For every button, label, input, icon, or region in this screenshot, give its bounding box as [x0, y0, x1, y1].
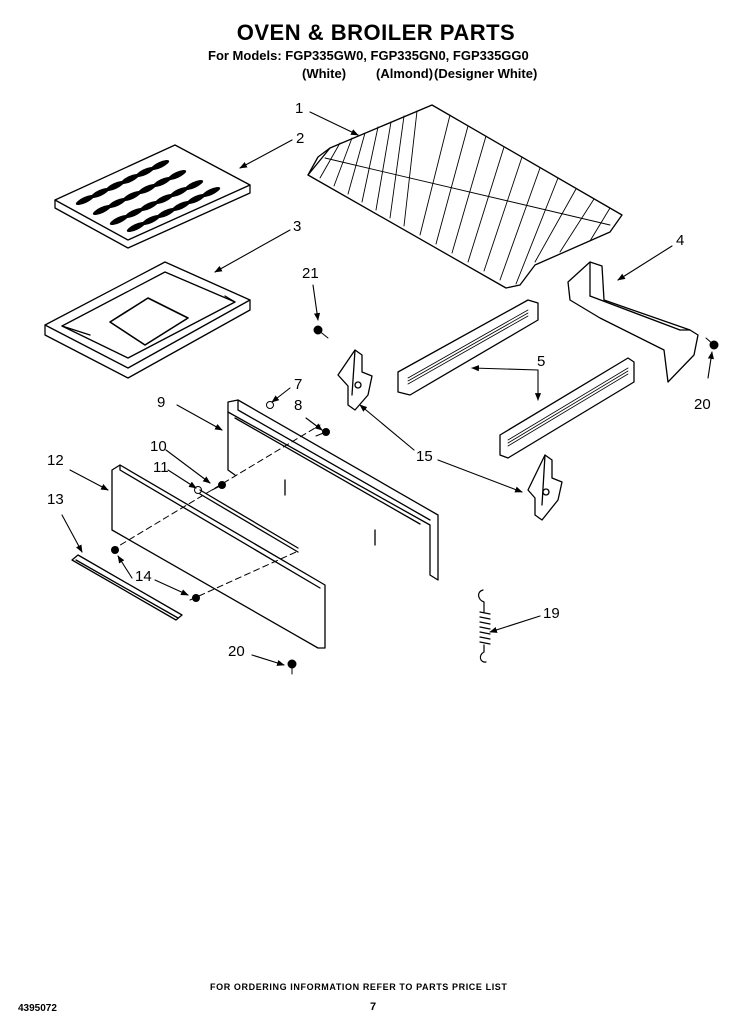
screw-10 — [211, 481, 226, 491]
callout-12: 12 — [47, 452, 64, 469]
broiler-slide-rail-right — [499, 357, 635, 459]
hinge-bracket-lower — [527, 454, 563, 521]
nut-14-left — [111, 546, 119, 554]
screw-8 — [315, 428, 330, 437]
callout-8: 8 — [294, 397, 303, 414]
page-title: OVEN & BROILER PARTS — [236, 20, 516, 45]
variant-designer-white: (Designer White) — [434, 66, 538, 81]
door-rod — [199, 489, 299, 553]
screw-7 — [266, 401, 274, 409]
page-number: 7 — [370, 1001, 377, 1013]
callout-11: 11 — [153, 459, 169, 476]
callout-2: 2 — [296, 130, 305, 147]
screw-21 — [313, 325, 329, 339]
models-line: For Models: FGP335GW0, FGP335GN0, FGP335… — [208, 48, 529, 63]
broiler-slide-rail-left — [397, 299, 539, 396]
callout-9: 9 — [157, 394, 166, 411]
variant-almond: (Almond) — [376, 66, 434, 81]
nut-11 — [194, 486, 202, 494]
callout-19: 19 — [543, 605, 560, 622]
callout-20-right: 20 — [694, 396, 711, 413]
ordering-note: FOR ORDERING INFORMATION REFER TO PARTS … — [210, 982, 508, 992]
callout-13: 13 — [47, 491, 64, 508]
door-handle — [71, 554, 183, 621]
side-bracket — [567, 261, 699, 383]
callout-5: 5 — [537, 353, 546, 370]
callout-4: 4 — [676, 232, 685, 249]
broiler-door-inner-panel — [227, 399, 439, 581]
callout-21: 21 — [302, 265, 319, 282]
callout-7: 7 — [294, 376, 303, 393]
callout-1: 1 — [295, 100, 304, 117]
variant-white: (White) — [302, 66, 347, 81]
screw-20-bottom — [287, 659, 297, 675]
callout-20-bottom: 20 — [228, 643, 245, 660]
broiler-pan — [44, 261, 251, 379]
door-spring — [478, 589, 491, 663]
document-number: 4395072 — [18, 1003, 57, 1014]
broiler-pan-grid — [54, 144, 251, 249]
broiler-door-front — [111, 464, 326, 649]
leader-lines — [61, 111, 714, 666]
screw-20-right — [705, 337, 719, 350]
callout-14: 14 — [135, 568, 152, 585]
callout-10: 10 — [150, 438, 167, 455]
hinge-bracket-upper — [337, 349, 373, 411]
nut-14-right — [192, 594, 200, 602]
callout-15: 15 — [416, 448, 433, 465]
callout-3: 3 — [293, 218, 302, 235]
oven-rack — [307, 104, 623, 289]
